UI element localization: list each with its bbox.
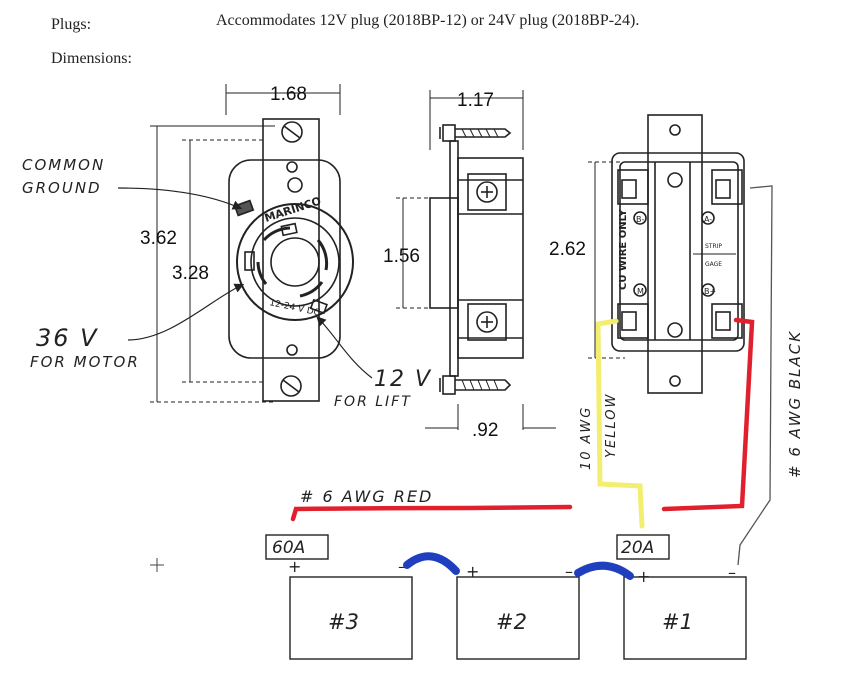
rear-view xyxy=(588,114,745,394)
battery-1-minus: – xyxy=(728,563,736,582)
brand-label: MARINCO xyxy=(263,194,323,224)
common-ground-line2: GROUND xyxy=(22,179,102,197)
lift-voltage: 12 V xyxy=(374,367,432,392)
battery-3-plus: + xyxy=(288,557,301,576)
terminal-b-plus: B+ xyxy=(704,287,716,296)
front-width-dim: 1.68 xyxy=(270,84,307,105)
battery-1-label: #1 xyxy=(662,610,693,634)
rear-height-dim: 2.62 xyxy=(549,239,586,260)
battery-3-label: #3 xyxy=(328,610,359,634)
battery-2-label: #2 xyxy=(496,610,527,634)
lift-label: FOR LIFT xyxy=(334,394,412,410)
motor-voltage: 36 V xyxy=(36,324,99,352)
battery-2-plus: + xyxy=(466,562,479,581)
front-inner-height-dim: 3.28 xyxy=(172,263,209,284)
dimensions-label: Dimensions: xyxy=(51,50,132,67)
gage-label: GAGE xyxy=(705,261,722,268)
battery-2-minus: – xyxy=(565,562,573,581)
plugs-description: Accommodates 12V plug (2018BP-12) or 24V… xyxy=(216,12,640,29)
battery-1-plus: + xyxy=(637,567,650,586)
black-wire-label: # 6 AWG BLACK xyxy=(786,330,804,478)
jumper-3-to-2 xyxy=(403,552,460,575)
yellow-gauge-label: 10 AWG xyxy=(579,406,594,470)
cu-wire-note: CU WIRE ONLY xyxy=(618,209,629,290)
black-wire xyxy=(737,185,773,566)
fuse-20a xyxy=(616,534,670,560)
plugs-label: Plugs: xyxy=(51,16,92,33)
battery-3-minus: – xyxy=(398,557,406,576)
side-height-dim: 1.56 xyxy=(383,246,420,267)
side-width-dim: 1.17 xyxy=(457,90,494,111)
jumper-2-to-1 xyxy=(574,561,634,580)
annotation-leaders xyxy=(117,187,373,379)
fuse-60a xyxy=(265,534,329,560)
motor-label: FOR MOTOR xyxy=(30,353,140,371)
crosshair-mark xyxy=(150,558,164,572)
battery-3 xyxy=(289,576,413,660)
terminal-a-minus: A- xyxy=(704,215,712,224)
fuse-20a-label: 20A xyxy=(621,538,654,558)
terminal-m: M xyxy=(637,287,644,296)
common-ground-line1: COMMON xyxy=(22,156,105,174)
side-view xyxy=(396,90,556,430)
battery-1 xyxy=(623,576,747,660)
terminal-b-minus: B- xyxy=(636,215,644,224)
strip-label: STRIP xyxy=(705,243,722,250)
red-wire xyxy=(290,504,573,522)
fuse-60a-label: 60A xyxy=(272,538,305,558)
yellow-color-label: YELLOW xyxy=(604,393,619,458)
yellow-wire xyxy=(595,318,645,529)
front-view xyxy=(150,84,354,403)
red-wire-right xyxy=(661,317,755,512)
red-wire-label: # 6 AWG RED xyxy=(300,487,433,506)
front-overall-height-dim: 3.62 xyxy=(140,228,177,249)
battery-2 xyxy=(456,576,580,660)
side-depth-dim: .92 xyxy=(472,420,498,441)
